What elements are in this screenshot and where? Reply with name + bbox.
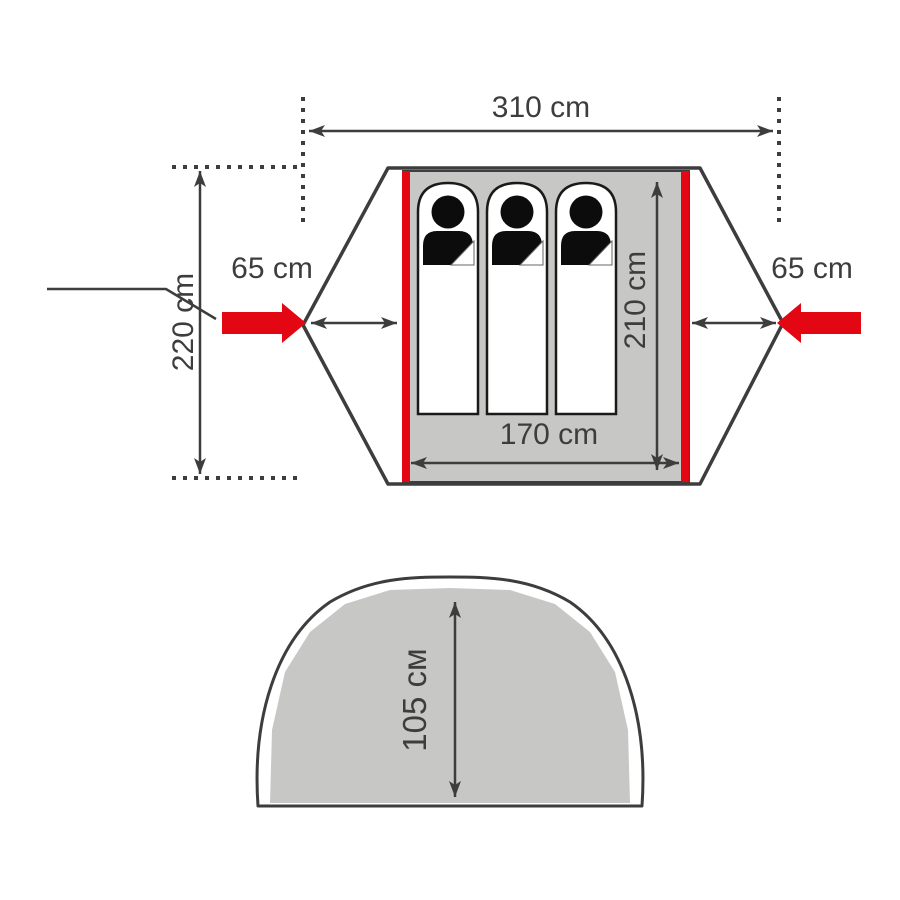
sleeping-bag-3 — [554, 181, 618, 416]
sleeping-bag-1 — [416, 181, 480, 416]
person-head-icon — [431, 195, 465, 229]
bag-flap — [449, 239, 475, 266]
sleeping-places — [416, 181, 618, 416]
dim-inner-depth: 210 cm — [619, 182, 663, 470]
dim-outer-depth: 220 cm — [167, 171, 206, 474]
dim-vestibule-right: 65 cm — [692, 252, 853, 329]
dim-outer-depth-label: 220 cm — [167, 273, 200, 371]
dim-vestibule-right-label: 65 cm — [771, 252, 853, 285]
dim-inner-width-label: 170 cm — [500, 418, 598, 451]
dim-vestibule-left: 65 cm — [231, 252, 397, 329]
guy-cord-left — [47, 287, 217, 321]
dim-total-width-label: 310 cm — [492, 91, 590, 124]
entrance-arrow-right-icon — [777, 303, 861, 343]
dim-inner-width: 170 cm — [411, 418, 679, 469]
sleeping-bag-2 — [485, 181, 549, 416]
bag-flap — [587, 239, 613, 266]
red-bar-right — [681, 171, 689, 482]
red-bar-left — [402, 171, 410, 482]
person-head-icon — [500, 195, 534, 229]
dim-total-width: 310 cm — [309, 91, 773, 137]
dim-height: 105 см — [396, 602, 461, 797]
dim-height-label: 105 см — [396, 648, 433, 751]
side-view: 105 см — [255, 575, 645, 808]
dim-inner-depth-label: 210 cm — [619, 251, 652, 349]
entrance-arrow-left-icon — [222, 303, 306, 343]
top-view: 310 cm 220 cm — [47, 91, 861, 486]
bag-flap — [518, 239, 544, 266]
person-head-icon — [569, 195, 603, 229]
dim-vestibule-left-label: 65 cm — [231, 252, 313, 285]
